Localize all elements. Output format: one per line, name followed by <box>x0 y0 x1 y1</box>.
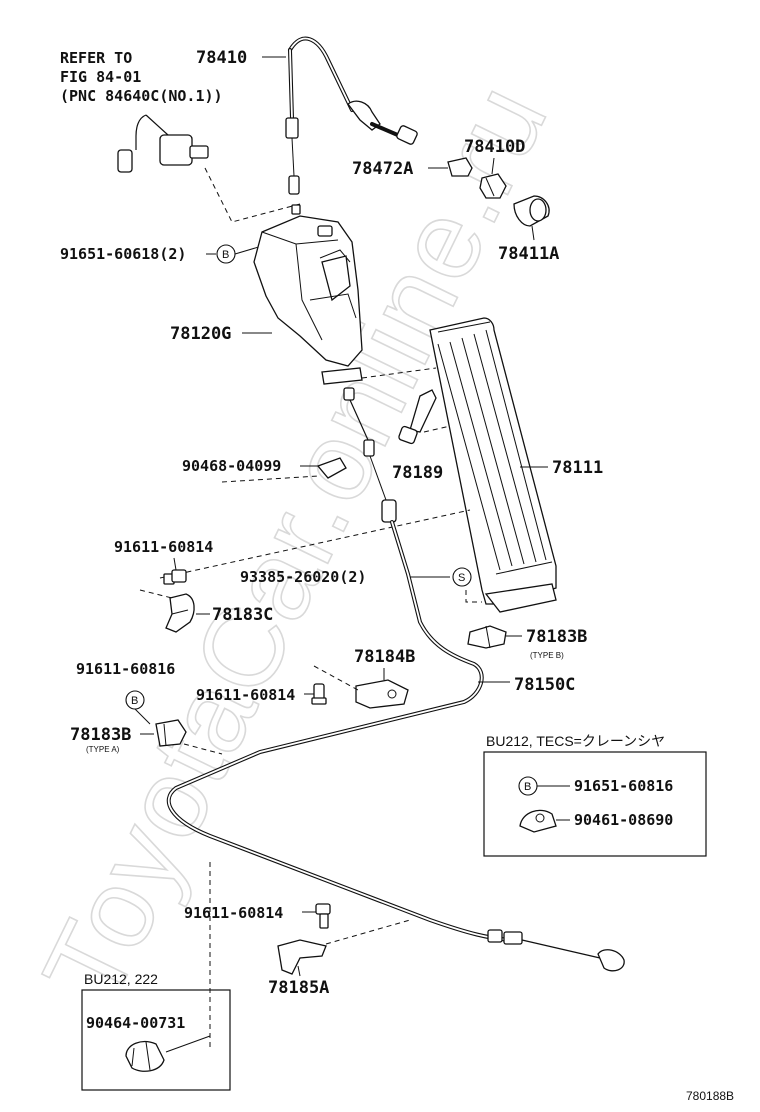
stop-lamp-switch-connector <box>117 114 209 173</box>
svg-text:B: B <box>131 695 138 707</box>
symbol-b-bolt: B <box>216 244 236 264</box>
refer-line-2: FIG 84-01 <box>60 68 141 86</box>
refer-line-1: REFER TO <box>60 49 132 67</box>
dashed-pedal-link <box>361 367 437 379</box>
part-90461-08690-clamp <box>519 809 557 833</box>
part-78183B-type-b-clamp <box>467 625 507 649</box>
leader-91611-60816 <box>134 708 151 725</box>
box-tecs <box>483 751 707 857</box>
leader-90464-00731 <box>165 1035 211 1053</box>
part-78410D-grommet <box>479 173 507 199</box>
label-78410D: 78410D <box>464 137 525 157</box>
dashed-90468 <box>221 475 319 483</box>
part-78185A-bracket <box>277 939 327 975</box>
dashed-78183C <box>139 589 173 599</box>
label-78183B-type-a: 78183B <box>70 725 131 745</box>
part-90464-00731-clip <box>125 1041 165 1072</box>
leader-78185A <box>297 965 301 977</box>
label-78185A: 78185A <box>268 978 329 998</box>
svg-text:S: S <box>458 572 465 584</box>
part-78189-stopper <box>398 389 451 445</box>
leader-91611-60814-a <box>173 557 177 571</box>
label-90468-04099: 90468-04099 <box>182 457 281 475</box>
symbol-b-tecs: B <box>518 776 538 796</box>
figure-code: 780188B <box>686 1089 734 1103</box>
part-78411A-cap <box>513 195 550 227</box>
label-91611-60814-c: 91611-60814 <box>184 904 283 922</box>
label-78120G: 78120G <box>170 324 231 344</box>
box-bu212 <box>81 989 231 1091</box>
dashed-78183B-a <box>183 743 223 755</box>
symbol-s-seal: S <box>452 567 472 587</box>
label-91651-60618: 91651-60618(2) <box>60 245 186 263</box>
part-90468-04099-clip <box>316 457 347 479</box>
leader-78411A <box>531 225 535 241</box>
label-78150C: 78150C <box>514 675 575 695</box>
refer-line-3: (PNC 84640C(NO.1)) <box>60 87 223 105</box>
pedal-rod <box>343 387 397 523</box>
label-78472A: 78472A <box>352 159 413 179</box>
label-93385-26020: 93385-26020(2) <box>240 568 366 586</box>
box-bu212-title: BU212, 222 <box>84 971 158 987</box>
label-78189: 78189 <box>392 463 443 483</box>
label-91651-60816: 91651-60816 <box>574 777 673 795</box>
box-tecs-title: BU212, TECS=クレーンシヤ <box>486 733 665 749</box>
dashed-78185A <box>325 919 411 945</box>
label-78183B-type-b-note: (TYPE B) <box>530 651 564 660</box>
label-91611-60814-a: 91611-60814 <box>114 538 213 556</box>
bolt-91611-60814-b <box>311 683 327 705</box>
label-78183C: 78183C <box>212 605 273 625</box>
label-78184B: 78184B <box>354 647 415 667</box>
part-78472A-clip <box>447 157 473 177</box>
bolt-91611-60814-c <box>315 903 331 929</box>
label-78111: 78111 <box>552 458 603 478</box>
part-78120G-bracket <box>253 215 363 385</box>
label-78183B-type-b: 78183B <box>526 627 587 647</box>
label-90464-00731: 90464-00731 <box>86 1014 185 1032</box>
leader-78410D <box>491 157 495 175</box>
svg-text:B: B <box>222 249 229 261</box>
part-78150C-cable <box>166 520 625 972</box>
label-91611-60816: 91611-60816 <box>76 660 175 678</box>
label-78183B-type-a-note: (TYPE A) <box>86 745 120 754</box>
bolt-91611-60814-a <box>163 569 187 585</box>
part-78183B-type-a-clamp <box>155 719 187 747</box>
part-78111-pedal <box>429 317 557 613</box>
part-78183C-clamp <box>165 593 195 633</box>
dashed-pedal-ref <box>159 509 471 579</box>
label-90461-08690: 90461-08690 <box>574 811 673 829</box>
dashed-pedal-bottom <box>465 590 482 603</box>
refer-leader <box>204 167 301 223</box>
svg-text:B: B <box>524 781 531 793</box>
label-78411A: 78411A <box>498 244 559 264</box>
part-78184B-bracket <box>355 679 409 709</box>
label-91611-60814-b: 91611-60814 <box>196 686 295 704</box>
symbol-b-91611-60816: B <box>125 690 145 710</box>
part-78410-cable <box>285 36 418 215</box>
label-78410: 78410 <box>196 48 247 68</box>
